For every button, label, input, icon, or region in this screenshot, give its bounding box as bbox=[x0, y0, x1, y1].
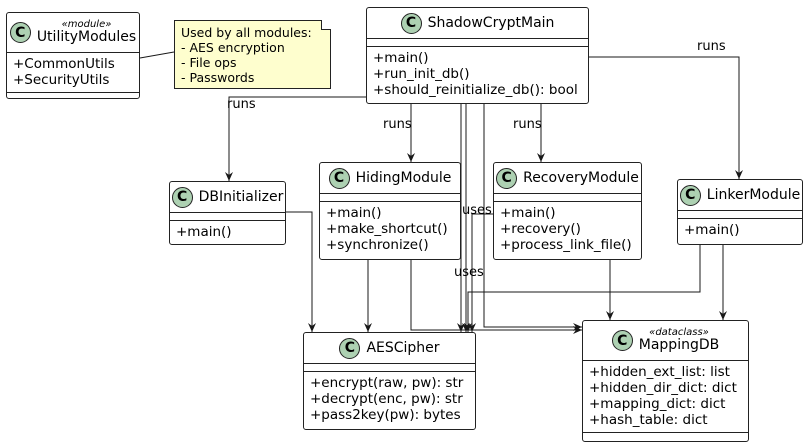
note-utility: Used by all modules: - AES encryption - … bbox=[174, 20, 331, 89]
member: +synchronize() bbox=[326, 237, 429, 253]
member: +main() bbox=[176, 224, 232, 240]
member: +main() bbox=[684, 222, 740, 238]
class-header: C LinkerModule bbox=[678, 180, 802, 211]
edge-main-mapping bbox=[483, 104, 582, 331]
class-aes-cipher[interactable]: C AESCipher +encrypt(raw, pw): str +decr… bbox=[303, 332, 476, 430]
edge-main-dbinit bbox=[225, 96, 366, 181]
class-icon: C bbox=[171, 186, 193, 208]
class-methods: +main() bbox=[678, 219, 802, 242]
member: +recovery() bbox=[500, 221, 581, 237]
class-icon: C bbox=[496, 167, 518, 189]
class-linker-module[interactable]: C LinkerModule +main() bbox=[677, 179, 803, 245]
class-utility-modules[interactable]: C «module» UtilityModules +CommonUtils +… bbox=[6, 12, 140, 99]
member: +mapping_dict: dict bbox=[589, 396, 726, 412]
member: +encrypt(raw, pw): str bbox=[310, 375, 464, 391]
class-methods: +encrypt(raw, pw): str +decrypt(enc, pw)… bbox=[304, 372, 475, 427]
edge-label-runs-linker: runs bbox=[697, 39, 726, 54]
note-line: - AES encryption bbox=[181, 40, 285, 55]
class-icon: C bbox=[9, 22, 31, 43]
edge-label-uses-main: uses bbox=[454, 265, 484, 280]
member: +main() bbox=[326, 205, 382, 221]
edge-recovery-aes bbox=[468, 213, 493, 332]
edge-label-uses-recovery: uses bbox=[462, 203, 492, 218]
class-methods: +main() +run_init_db() +should_reinitial… bbox=[367, 47, 588, 102]
member: +make_shortcut() bbox=[326, 221, 448, 237]
class-methods bbox=[7, 93, 139, 101]
class-attributes: +hidden_ext_list: list +hidden_dir_dict:… bbox=[583, 361, 748, 433]
member: +hidden_ext_list: list bbox=[589, 364, 730, 380]
member: +decrypt(enc, pw): str bbox=[310, 391, 463, 407]
class-methods: +main() +make_shortcut() +synchronize() bbox=[320, 202, 460, 257]
edge-dbinit-aes bbox=[286, 211, 316, 332]
class-header: C HidingModule bbox=[320, 163, 460, 194]
member: +pass2key(pw): bytes bbox=[310, 407, 461, 423]
class-name: MappingDB bbox=[638, 337, 720, 354]
note-anchor-line bbox=[139, 51, 175, 59]
member: +CommonUtils bbox=[13, 56, 115, 72]
class-header: C RecoveryModule bbox=[494, 163, 641, 194]
class-db-initializer[interactable]: C DBInitializer +main() bbox=[169, 181, 286, 245]
member: +hash_table: dict bbox=[589, 412, 708, 428]
class-stereotype: «dataclass» bbox=[649, 326, 709, 338]
class-stereotype: «module» bbox=[61, 18, 112, 30]
edge-label-runs-hiding: runs bbox=[383, 117, 412, 132]
class-methods: +main() +recovery() +process_link_file() bbox=[494, 202, 641, 257]
edge-label-runs-recovery: runs bbox=[513, 117, 542, 132]
class-methods bbox=[583, 433, 748, 441]
class-attributes bbox=[494, 194, 641, 202]
member: +should_reinitialize_db(): bool bbox=[373, 82, 578, 98]
class-name: RecoveryModule bbox=[523, 170, 639, 186]
class-name: HidingModule bbox=[355, 170, 452, 186]
class-name: ShadowCryptMain bbox=[427, 15, 555, 31]
edge-main-linker bbox=[589, 56, 743, 179]
class-name: DBInitializer bbox=[198, 189, 284, 205]
note-line: - File ops bbox=[181, 55, 237, 70]
member: +main() bbox=[373, 50, 429, 66]
class-header: C DBInitializer bbox=[170, 182, 285, 213]
class-attributes: +CommonUtils +SecurityUtils bbox=[7, 53, 139, 93]
class-attributes bbox=[678, 211, 802, 219]
class-icon: C bbox=[339, 337, 361, 359]
class-header: C ShadowCryptMain bbox=[367, 8, 588, 39]
class-icon: C bbox=[328, 167, 350, 189]
class-header: C «dataclass» MappingDB bbox=[583, 321, 748, 361]
class-attributes bbox=[170, 213, 285, 221]
class-name: UtilityModules bbox=[36, 29, 137, 46]
class-icon: C bbox=[400, 12, 422, 34]
note-line: Used by all modules: bbox=[181, 25, 312, 40]
class-attributes bbox=[367, 39, 588, 47]
member: +SecurityUtils bbox=[13, 72, 110, 88]
class-header: C AESCipher bbox=[304, 333, 475, 364]
class-recovery-module[interactable]: C RecoveryModule +main() +recovery() +pr… bbox=[493, 162, 642, 260]
edge-linker-aes bbox=[464, 245, 701, 332]
member: +main() bbox=[500, 205, 556, 221]
class-icon: C bbox=[611, 330, 633, 351]
class-methods: +main() bbox=[170, 221, 285, 244]
class-icon: C bbox=[679, 184, 701, 206]
member: +run_init_db() bbox=[373, 66, 470, 82]
class-shadowcrypt-main[interactable]: C ShadowCryptMain +main() +run_init_db()… bbox=[366, 7, 589, 104]
note-line: - Passwords bbox=[181, 70, 255, 85]
edge-hiding-mapping bbox=[410, 260, 582, 334]
member: +hidden_dir_dict: dict bbox=[589, 380, 737, 396]
member: +process_link_file() bbox=[500, 237, 632, 253]
class-hiding-module[interactable]: C HidingModule +main() +make_shortcut() … bbox=[319, 162, 461, 260]
class-name: AESCipher bbox=[366, 340, 440, 356]
class-name: LinkerModule bbox=[706, 187, 801, 203]
edge-label-runs-dbinit: runs bbox=[227, 97, 256, 112]
class-attributes bbox=[304, 364, 475, 372]
class-mapping-db[interactable]: C «dataclass» MappingDB +hidden_ext_list… bbox=[582, 320, 749, 442]
note-fold-icon bbox=[321, 20, 331, 30]
class-header: C «module» UtilityModules bbox=[7, 13, 139, 53]
class-attributes bbox=[320, 194, 460, 202]
